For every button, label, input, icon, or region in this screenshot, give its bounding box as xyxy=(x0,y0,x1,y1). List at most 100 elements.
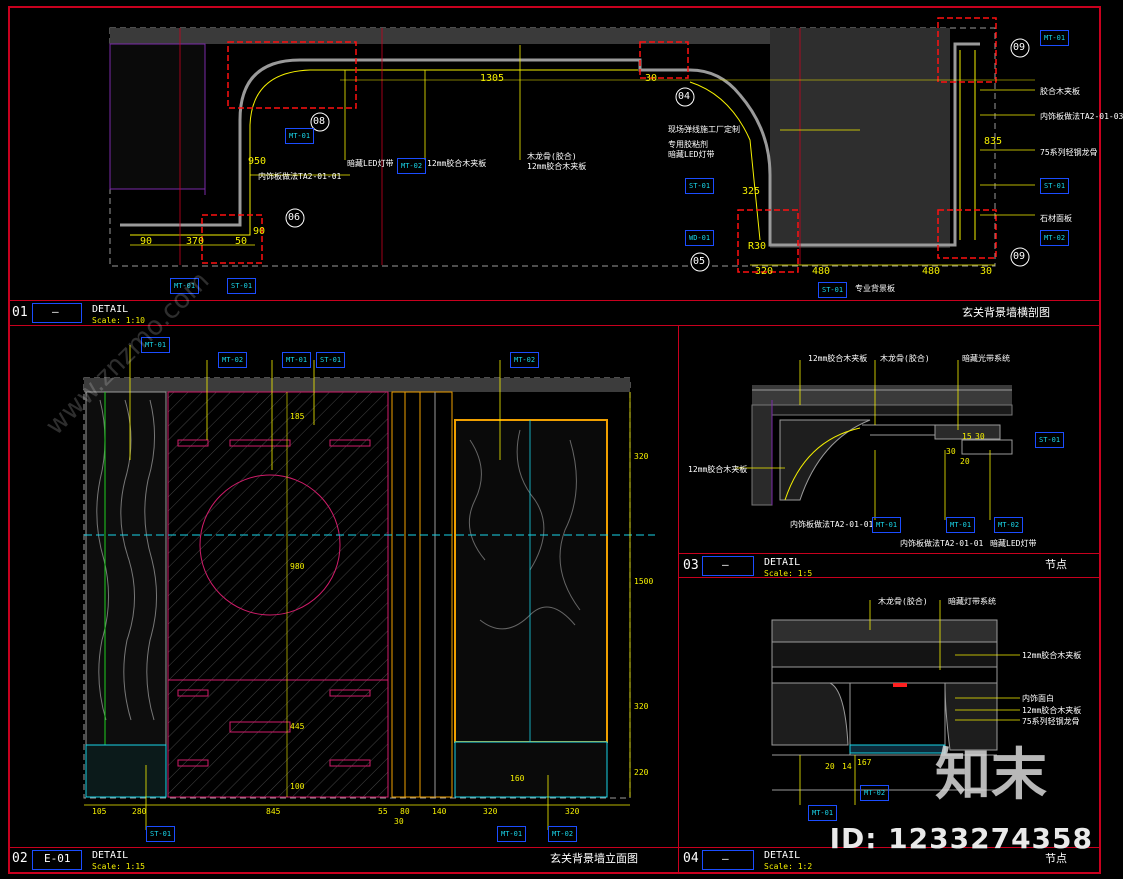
p03-number: 03 xyxy=(683,558,699,573)
p02-dim-b3: 55 xyxy=(378,807,388,816)
tag-p03-2: MT-02 xyxy=(994,517,1024,533)
p01-scale: Scale: 1:10 xyxy=(92,316,145,325)
note-p04-1: 暗藏灯带系统 xyxy=(948,597,996,606)
p02-dim-b6: 320 xyxy=(483,807,498,816)
p02-dim-i3: 100 xyxy=(290,782,305,791)
dim-950: 950 xyxy=(248,156,267,167)
dim-30b: 30 xyxy=(980,266,993,277)
note-p01-3: 木龙骨(胶合) xyxy=(527,152,577,161)
p02-dim-b2: 845 xyxy=(266,807,281,816)
p03-dim-0: 15 xyxy=(962,432,972,441)
dim-370: 370 xyxy=(186,236,205,247)
p02-divider xyxy=(678,325,679,874)
note-p04-5: 75系列轻钢龙骨 xyxy=(1022,717,1080,726)
callout-04: 04 xyxy=(678,91,691,102)
note-p01-5: 现场弹线施工厂定制 xyxy=(668,125,740,134)
p01-kind: DETAIL xyxy=(92,304,129,315)
tag-p02-1: MT-02 xyxy=(218,352,248,368)
note-p01-9: 内饰板做法TA2-01-03 xyxy=(1040,112,1123,121)
callout-08: 08 xyxy=(313,116,326,127)
p03-code-box xyxy=(702,556,754,576)
tag-p01-6: MT-01 xyxy=(1040,30,1070,46)
p03-titlebar-top xyxy=(678,553,1101,554)
note-p04-0: 木龙骨(胶合) xyxy=(878,597,928,606)
callout-06: 06 xyxy=(288,212,301,223)
p02-dim-b8: 30 xyxy=(394,817,404,826)
tag-p01-7: ST-01 xyxy=(1040,178,1070,194)
p01-titlebar-bottom xyxy=(8,325,1101,326)
p03-titlebar-bottom xyxy=(678,577,1101,578)
p02-dim-b0: 105 xyxy=(92,807,107,816)
drawing-border xyxy=(8,6,1101,874)
dim-30: 30 xyxy=(645,73,658,84)
p02-dim-i4: 160 xyxy=(510,774,525,783)
p02-kind: DETAIL xyxy=(92,850,129,861)
p03-dim-3: 20 xyxy=(960,457,970,466)
p04-scale: Scale: 1:2 xyxy=(764,862,813,871)
note-p04-4: 12mm胶合木夹板 xyxy=(1022,706,1082,715)
tag-p02-7: MT-02 xyxy=(548,826,578,842)
dim-480b: 480 xyxy=(922,266,941,277)
p02-dim-b4: 80 xyxy=(400,807,410,816)
p03-code: — xyxy=(722,558,729,571)
p02-dim-i0: 185 xyxy=(290,412,305,421)
note-p01-8: 胶合木夹板 xyxy=(1040,87,1080,96)
p04-title: 节点 xyxy=(1045,852,1067,865)
dim-50: 50 xyxy=(235,236,248,247)
p02-dim-i1: 980 xyxy=(290,562,305,571)
tag-p01-3: WD-01 xyxy=(685,230,715,246)
p04-dim-2: 20 xyxy=(825,762,835,771)
dim-835: 835 xyxy=(984,136,1003,147)
tag-p03-1: MT-01 xyxy=(946,517,976,533)
dim-320: 320 xyxy=(755,266,774,277)
tag-p02-4: MT-02 xyxy=(510,352,540,368)
p04-dim-1: 167 xyxy=(857,758,872,767)
p03-dim-1: 30 xyxy=(975,432,985,441)
p01-title: 玄关背景墙横剖图 xyxy=(962,306,1050,319)
tag-p01-2: ST-01 xyxy=(685,178,715,194)
p04-titlebar-top xyxy=(678,847,1101,848)
dim-480a: 480 xyxy=(812,266,831,277)
p02-dim-b5: 140 xyxy=(432,807,447,816)
p03-dim-2: 30 xyxy=(946,447,956,456)
tag-p01-5: ST-01 xyxy=(227,278,257,294)
p01-number: 01 xyxy=(12,305,28,320)
callout-05: 05 xyxy=(693,256,706,267)
p02-dim-r3: 220 xyxy=(634,768,649,777)
p02-dim-r0: 320 xyxy=(634,452,649,461)
tag-p02-6: MT-01 xyxy=(497,826,527,842)
p02-scale: Scale: 1:15 xyxy=(92,862,145,871)
p04-dim-0: 14 xyxy=(842,762,852,771)
note-p03-4: 内饰板做法TA2-01-01 xyxy=(790,520,874,529)
tag-p03-3: ST-01 xyxy=(1035,432,1065,448)
p02-dim-i2: 445 xyxy=(290,722,305,731)
note-p01-7: 暗藏LED灯带 xyxy=(668,150,715,159)
p03-scale: Scale: 1:5 xyxy=(764,569,813,578)
note-p03-3: 12mm胶合木夹板 xyxy=(688,465,748,474)
dim-90b: 90 xyxy=(253,226,266,237)
note-p01-1: 暗藏LED灯带 xyxy=(347,159,394,168)
p04-kind: DETAIL xyxy=(764,850,801,861)
callout-09a: 09 xyxy=(1013,42,1026,53)
p01-titlebar-top xyxy=(8,300,1101,301)
p02-number: 02 xyxy=(12,851,28,866)
callout-09b: 09 xyxy=(1013,251,1026,262)
p04-code-box xyxy=(702,850,754,870)
note-p03-1: 木龙骨(胶合) xyxy=(880,354,930,363)
p04-code: — xyxy=(722,852,729,865)
note-p03-5: 内饰板做法TA2-01-01 xyxy=(900,539,984,548)
p03-kind: DETAIL xyxy=(764,557,801,568)
brand-logo: 知末 xyxy=(935,743,1047,808)
note-p01-10: 75系列轻钢龙骨 xyxy=(1040,148,1098,157)
p02-dim-b1: 280 xyxy=(132,807,147,816)
tag-p02-2: MT-01 xyxy=(282,352,312,368)
dim-1305: 1305 xyxy=(480,73,505,84)
p02-dim-r2: 320 xyxy=(634,702,649,711)
tag-p03-0: MT-01 xyxy=(872,517,902,533)
note-p01-0: 内饰板做法TA2-01-01 xyxy=(258,172,342,181)
note-p01-11: 石材面板 xyxy=(1040,214,1072,223)
